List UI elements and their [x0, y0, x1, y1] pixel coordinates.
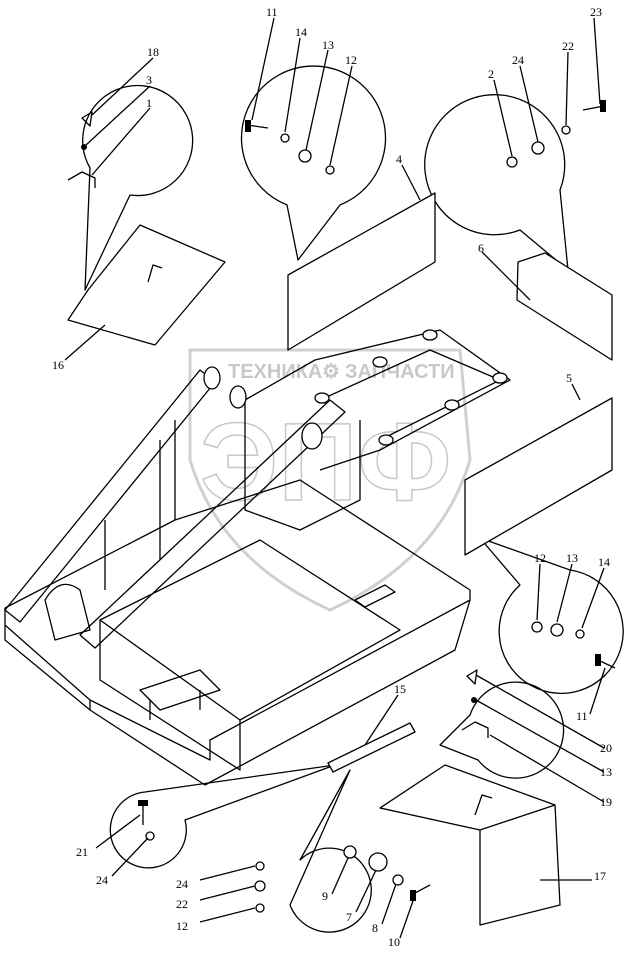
- callout-22: 22: [176, 897, 188, 911]
- callout-17: 17: [594, 869, 606, 883]
- watermark-right-text: ЗАПЧАСТИ: [345, 361, 455, 383]
- callout-3: 3: [146, 73, 152, 87]
- callout-16: 16: [52, 358, 64, 372]
- hardware: [67, 100, 616, 913]
- callout-22: 22: [562, 39, 574, 53]
- callout-24: 24: [96, 873, 108, 887]
- callout-12: 12: [176, 919, 188, 933]
- callout-11: 11: [576, 709, 588, 723]
- callout-24: 24: [176, 877, 188, 891]
- callout-bubbles: [82, 65, 624, 933]
- callout-24: 24: [512, 53, 524, 67]
- callout-13: 13: [600, 765, 612, 779]
- leader-lines: [64, 17, 606, 939]
- callout-4: 4: [396, 152, 402, 166]
- watermark: ТЕХНИКА ⚙ ЗАПЧАСТИ ЭПФ: [188, 348, 472, 612]
- callout-10: 10: [388, 935, 400, 949]
- callout-13: 13: [322, 38, 334, 52]
- callout-2: 2: [488, 67, 494, 81]
- watermark-logo-text: ЭПФ: [200, 401, 451, 524]
- callout-5: 5: [566, 371, 572, 385]
- callout-23: 23: [590, 5, 602, 19]
- callout-9: 9: [322, 889, 328, 903]
- callout-18: 18: [147, 45, 159, 59]
- callout-19: 19: [600, 795, 612, 809]
- frame-assembly: [4, 329, 511, 786]
- gear-icon: ⚙: [322, 361, 340, 383]
- callout-6: 6: [478, 241, 484, 255]
- watermark-left-text: ТЕХНИКА: [228, 361, 322, 383]
- callout-1: 1: [146, 96, 152, 110]
- callout-13: 13: [566, 551, 578, 565]
- callout-15: 15: [394, 682, 406, 696]
- panels: [67, 192, 613, 926]
- callout-14: 14: [295, 25, 307, 39]
- callout-14: 14: [598, 555, 610, 569]
- callout-21: 21: [76, 845, 88, 859]
- callout-20: 20: [600, 741, 612, 755]
- callout-11: 11: [266, 5, 278, 19]
- callout-8: 8: [372, 921, 378, 935]
- callout-12: 12: [534, 551, 546, 565]
- callout-12: 12: [345, 53, 357, 67]
- callout-labels: 18 3 1 16 11 14 13 12 4 23 22 24 2 6 5 1…: [52, 5, 612, 949]
- callout-7: 7: [346, 910, 352, 924]
